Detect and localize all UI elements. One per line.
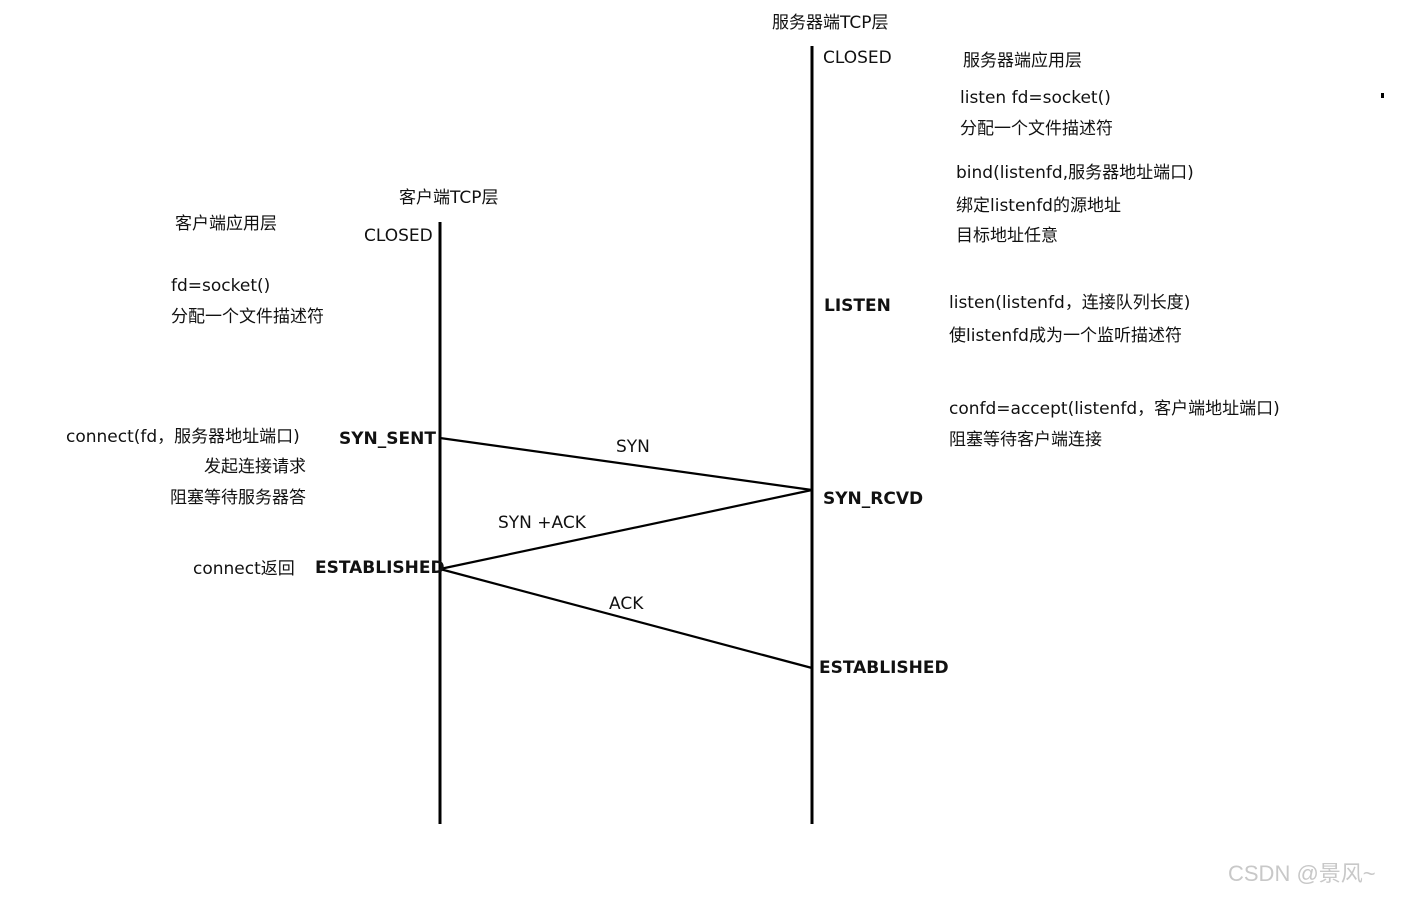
server-bind-desc-1: 绑定listenfd的源地址 xyxy=(956,196,1121,216)
csdn-watermark: CSDN @景风~ xyxy=(1228,861,1376,886)
stray-dot xyxy=(1381,93,1384,98)
client-state-established: ESTABLISHED xyxy=(315,558,445,578)
server-tcp-layer-label: 服务器端TCP层 xyxy=(772,13,889,33)
server-app-layer-label: 服务器端应用层 xyxy=(963,51,1082,71)
server-state-listen: LISTEN xyxy=(824,296,891,316)
client-tcp-layer-label: 客户端TCP层 xyxy=(399,188,499,208)
server-listen-call: listen(listenfd，连接队列长度) xyxy=(949,293,1191,313)
server-listen-desc: 使listenfd成为一个监听描述符 xyxy=(949,326,1182,346)
ack-arrow xyxy=(439,567,813,670)
message-syn-ack-label: SYN +ACK xyxy=(498,513,586,533)
server-state-established: ESTABLISHED xyxy=(819,658,949,678)
syn-arrow xyxy=(439,436,813,492)
client-state-closed: CLOSED xyxy=(364,226,433,246)
server-state-syn-rcvd: SYN_RCVD xyxy=(823,489,924,509)
message-ack-label: ACK xyxy=(609,594,644,614)
client-socket-call: fd=socket() xyxy=(171,276,271,296)
server-bind-call: bind(listenfd,服务器地址端口) xyxy=(956,163,1194,183)
message-syn-label: SYN xyxy=(616,437,650,457)
server-bind-desc-2: 目标地址任意 xyxy=(956,226,1058,246)
server-socket-call: listen fd=socket() xyxy=(960,88,1111,108)
client-connect-return: connect返回 xyxy=(193,559,295,579)
syn-ack-arrow xyxy=(439,488,813,571)
client-socket-desc: 分配一个文件描述符 xyxy=(171,307,324,327)
server-accept-call: confd=accept(listenfd，客户端地址端口) xyxy=(949,399,1280,419)
client-connect-call: connect(fd，服务器地址端口) xyxy=(66,427,300,447)
server-accept-desc: 阻塞等待客户端连接 xyxy=(949,430,1102,450)
client-connect-desc-2: 阻塞等待服务器答 xyxy=(170,488,306,508)
client-state-syn-sent: SYN_SENT xyxy=(339,429,436,449)
client-connect-desc-1: 发起连接请求 xyxy=(204,457,306,477)
client-app-layer-label: 客户端应用层 xyxy=(175,214,277,234)
server-state-closed: CLOSED xyxy=(823,48,892,68)
server-socket-desc: 分配一个文件描述符 xyxy=(960,119,1113,139)
